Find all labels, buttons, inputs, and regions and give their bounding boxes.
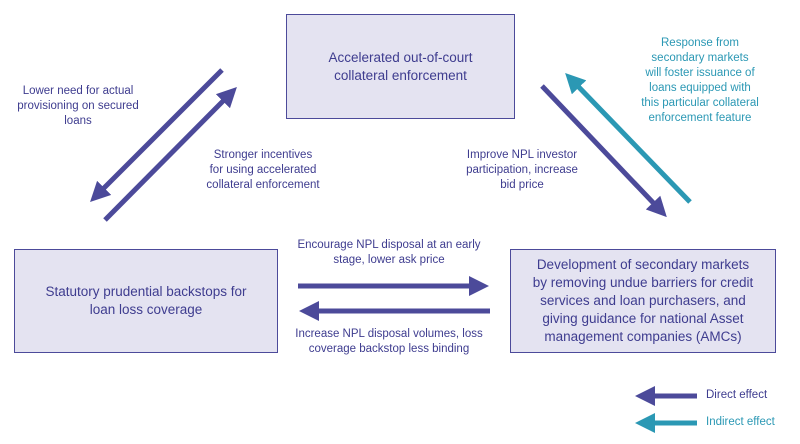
box-collateral-enforcement: Accelerated out-of-court collateral enfo… — [286, 14, 515, 119]
label-stronger-incentives-line-1: Stronger incentives — [213, 149, 313, 161]
label-stronger-incentives-line-3: collateral enforcement — [206, 179, 320, 191]
box-left-line-2: loan loss coverage — [89, 302, 203, 317]
label-improve-npl-line-2: participation, increase — [466, 164, 578, 176]
box-secondary-markets: Development of secondary markets by remo… — [510, 249, 776, 353]
box-prudential-backstops: Statutory prudential backstops for loan … — [14, 249, 278, 353]
label-response-line-6: enforcement feature — [648, 112, 752, 124]
label-response-secondary-markets: Response from secondary markets will fos… — [620, 36, 780, 126]
label-stronger-incentives: Stronger incentives for using accelerate… — [190, 148, 336, 193]
label-encourage-line-2: stage, lower ask price — [333, 254, 445, 266]
label-increase-line-1: Increase NPL disposal volumes, loss — [295, 328, 483, 340]
label-response-line-5: this particular collateral — [641, 97, 759, 109]
label-improve-npl-line-1: Improve NPL investor — [466, 149, 578, 161]
label-encourage-line-1: Encourage NPL disposal at an early — [297, 239, 481, 251]
label-lower-need: Lower need for actual provisioning on se… — [10, 84, 146, 129]
label-response-line-4: loans equipped with — [649, 82, 751, 94]
legend-indirect-label: Indirect effect — [706, 416, 775, 428]
label-lower-need-line-3: loans — [64, 115, 92, 127]
label-increase-npl: Increase NPL disposal volumes, loss cove… — [284, 327, 494, 357]
arrow-left-to-top — [103, 87, 237, 222]
label-lower-need-line-2: provisioning on secured — [17, 100, 139, 112]
box-right-line-2: by removing undue barriers for credit — [532, 275, 754, 290]
label-improve-npl-line-3: bid price — [500, 179, 544, 191]
label-improve-npl: Improve NPL investor participation, incr… — [452, 148, 592, 193]
arrow-right-to-top-indirect — [565, 72, 692, 204]
label-increase-line-2: coverage backstop less binding — [308, 343, 470, 355]
label-response-line-3: will foster issuance of — [645, 67, 755, 79]
label-response-line-1: Response from — [661, 37, 739, 49]
box-right-line-3: services and loan purchasers, and — [540, 293, 746, 308]
arrow-top-to-right — [540, 84, 667, 218]
box-right-line-4: giving guidance for national Asset — [542, 311, 744, 326]
label-encourage-npl: Encourage NPL disposal at an early stage… — [286, 238, 492, 268]
box-right-line-5: management companies (AMCs) — [544, 329, 742, 344]
box-top-line-1: Accelerated out-of-court — [328, 49, 473, 65]
label-lower-need-line-1: Lower need for actual — [22, 85, 134, 97]
label-stronger-incentives-line-2: for using accelerated — [209, 164, 317, 176]
box-left-line-1: Statutory prudential backstops for — [45, 284, 247, 299]
box-top-line-2: collateral enforcement — [334, 67, 467, 83]
label-response-line-2: secondary markets — [651, 52, 749, 64]
legend-direct-label: Direct effect — [706, 389, 768, 401]
arrow-top-to-left — [90, 68, 224, 202]
box-right-line-1: Development of secondary markets — [536, 257, 750, 272]
